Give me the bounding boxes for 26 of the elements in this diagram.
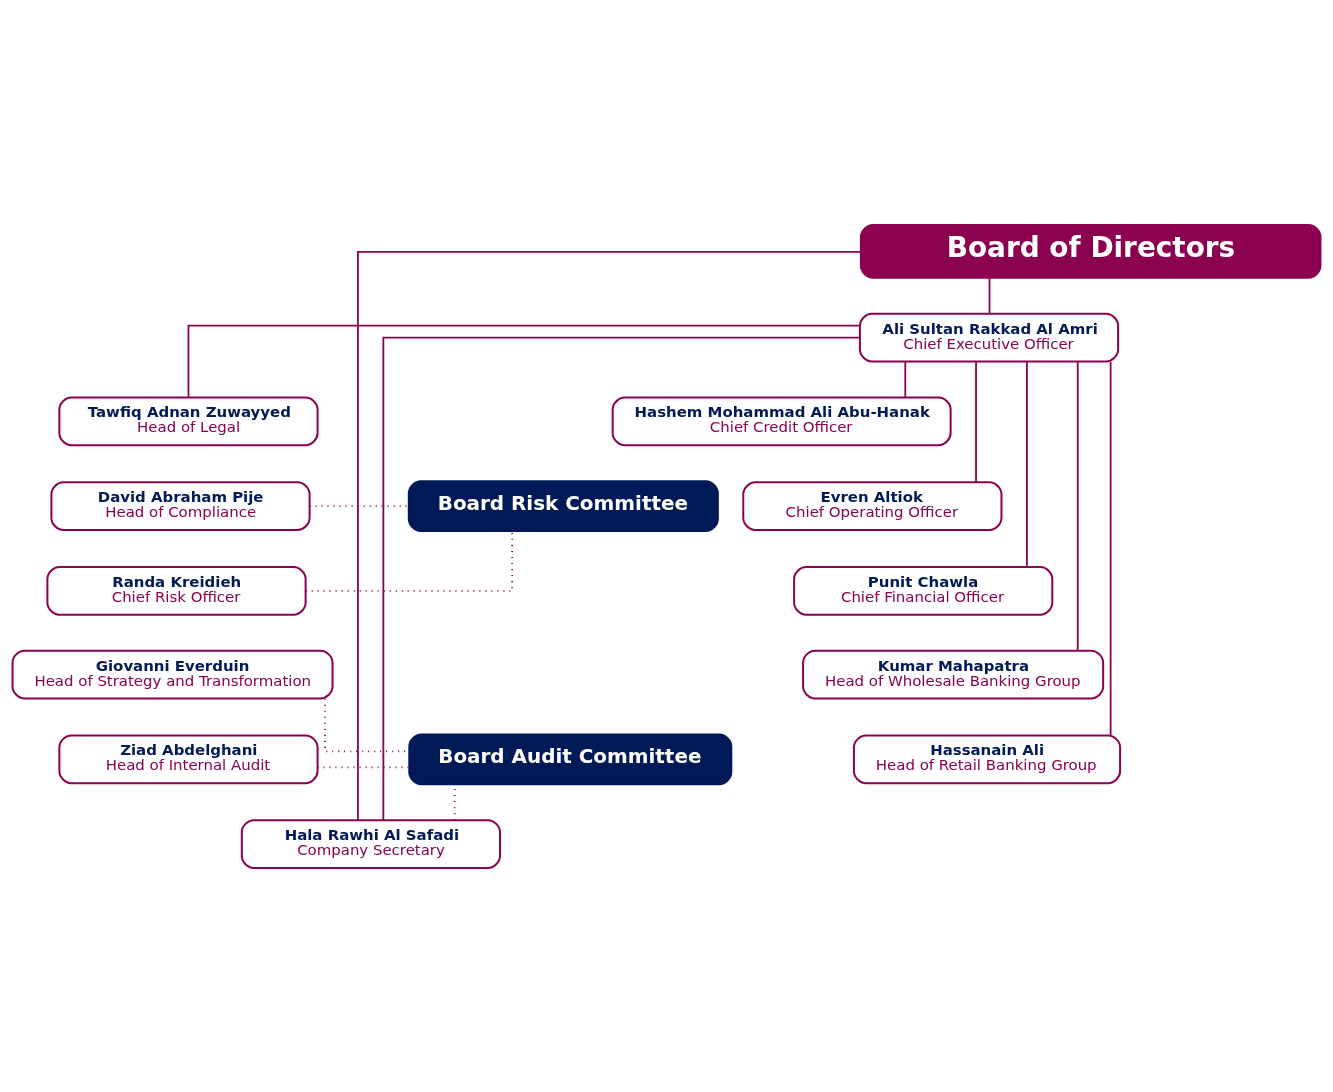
connector bbox=[382, 336, 861, 821]
node-box: Randa Kreidieh Chief Risk Officer bbox=[46, 565, 307, 616]
connector bbox=[1026, 360, 1028, 568]
node-box: Evren Altiok Chief Operating Officer bbox=[742, 480, 1003, 531]
connector bbox=[904, 360, 907, 398]
node-box: Giovanni Everduin Head of Strategy and Transformation bbox=[11, 649, 334, 700]
connector bbox=[988, 276, 991, 314]
connector bbox=[308, 504, 410, 507]
node-box: Board Audit Committee bbox=[408, 732, 733, 785]
node-box: Board Risk Committee bbox=[407, 479, 719, 532]
connector bbox=[316, 765, 410, 768]
node-box: Hashem Mohammad Ali Abu-Hanak Chief Credit Officer bbox=[611, 395, 952, 446]
node-box: Ziad Abdelghani Head of Internal Audit bbox=[58, 733, 319, 784]
connector bbox=[975, 360, 977, 483]
node-box: Tawfiq Adnan Zuwayyed Head of Legal bbox=[58, 395, 319, 446]
connector bbox=[1076, 360, 1079, 651]
connector bbox=[357, 250, 862, 821]
node-box: Ali Sultan Rakkad Al Amri Chief Executive Officer bbox=[858, 312, 1120, 363]
node-box: Punit Chawla Chief Financial Officer bbox=[793, 565, 1054, 616]
connector bbox=[187, 324, 861, 398]
node-box: David Abraham Pije Head of Compliance bbox=[50, 480, 311, 531]
node-box: Hassanain Ali Head of Retail Banking Group bbox=[852, 733, 1122, 784]
connector bbox=[1109, 360, 1112, 736]
node-box: Hala Rawhi Al Safadi Company Secretary bbox=[240, 818, 501, 869]
node-box: Board of Directors bbox=[859, 223, 1322, 279]
node-box: Kumar Mahapatra Head of Wholesale Banking Group bbox=[802, 649, 1105, 700]
